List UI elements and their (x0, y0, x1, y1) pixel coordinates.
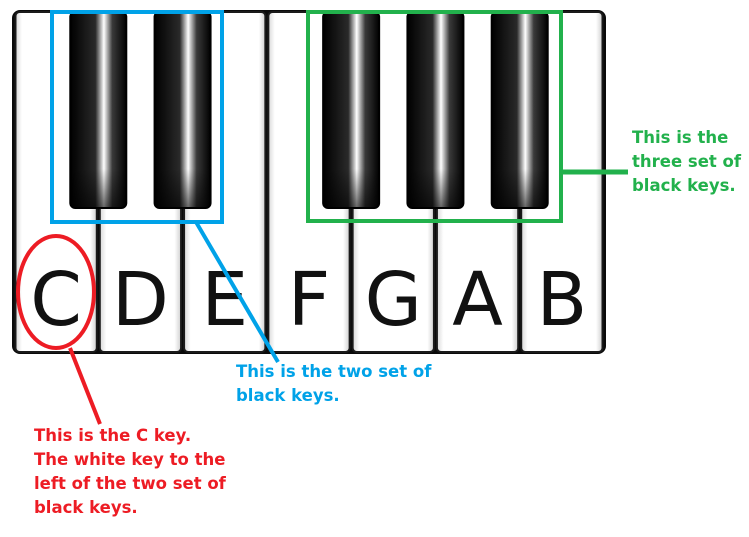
black-key-shadow (323, 12, 380, 208)
c-key-note-line: This is the C key. (34, 426, 192, 445)
black-key-shadow (491, 12, 548, 208)
two-set-note-line: black keys. (236, 386, 340, 405)
three-set-note-line: black keys. (632, 176, 736, 195)
two-set-highlight-box (50, 10, 224, 224)
white-key-label: A (452, 257, 503, 343)
c-key-note-line: left of the two set of (34, 474, 226, 493)
two-set-note-line: This is the two set of (236, 362, 432, 381)
white-key-label: F (288, 257, 331, 343)
white-key-label: D (112, 257, 169, 343)
three-set-note-line: This is the (632, 128, 729, 147)
white-key-label: C (30, 257, 82, 343)
three-set-note-line: three set of (632, 152, 742, 171)
c-key-note-line: black keys. (34, 498, 138, 517)
three-set-note: This is the three set of black keys. (632, 126, 741, 198)
black-key-shadow (70, 12, 127, 208)
c-key-note: This is the C key. The white key to the … (34, 424, 226, 520)
black-key-shadow (154, 12, 211, 208)
c-key-circle (16, 234, 96, 350)
two-set-connector (194, 220, 280, 364)
c-key-connector (68, 347, 102, 425)
white-key-label: G (365, 257, 422, 343)
two-set-note: This is the two set of black keys. (236, 360, 431, 408)
three-set-highlight-box (306, 10, 563, 223)
c-key-note-line: The white key to the (34, 450, 226, 469)
black-key-shadow (407, 12, 464, 208)
white-key-label: B (536, 257, 587, 343)
